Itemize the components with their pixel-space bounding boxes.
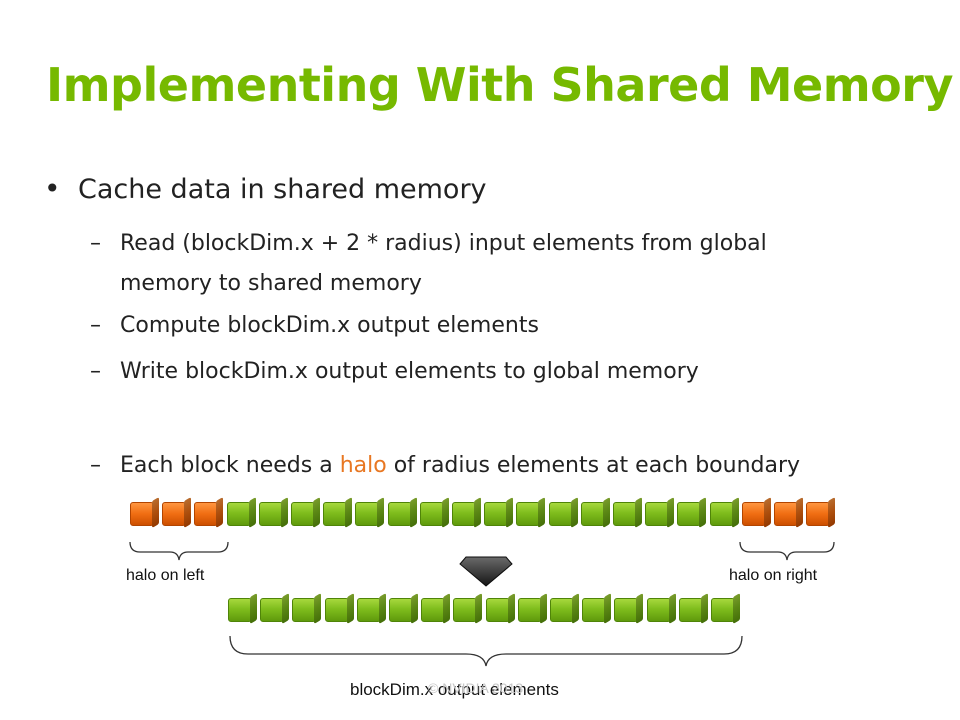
output-cell — [678, 598, 703, 622]
input-cell — [580, 502, 605, 526]
output-label: blockDim.x output elements — [350, 680, 559, 699]
bullet-cache-data: • Cache data in shared memory — [44, 172, 487, 205]
sub-text: Write blockDim.x output elements to glob… — [120, 359, 699, 384]
output-brace — [229, 635, 743, 667]
halo-right-brace — [739, 541, 835, 561]
sub-bullet-write: – Write blockDim.x output elements to gl… — [90, 352, 699, 392]
sub-bullet-read: – Read (blockDim.x + 2 * radius) input e… — [90, 224, 767, 304]
halo-left-cell — [162, 502, 187, 526]
output-cell — [646, 598, 671, 622]
dash: – — [90, 231, 101, 256]
output-cell — [292, 598, 317, 622]
output-cell — [453, 598, 478, 622]
dash: – — [90, 359, 101, 384]
input-cell — [516, 502, 541, 526]
output-cell — [260, 598, 285, 622]
sub-text-line-1: Read (blockDim.x + 2 * radius) input ele… — [120, 231, 767, 256]
sub-text-after: of radius elements at each boundary — [386, 453, 801, 478]
halo-right-cell — [741, 502, 766, 526]
output-cell — [485, 598, 510, 622]
input-cell — [419, 502, 444, 526]
input-cell — [645, 502, 670, 526]
input-cell — [452, 502, 476, 526]
input-cell — [677, 502, 702, 526]
dash: – — [90, 453, 101, 478]
input-cell — [226, 502, 251, 526]
input-cell — [709, 502, 734, 526]
halo-left-label: halo on left — [126, 567, 205, 584]
sub-text-line-2: memory to shared memory — [120, 271, 422, 296]
output-cell — [550, 598, 574, 622]
input-cell — [291, 502, 315, 526]
bullet-text: Cache data in shared memory — [78, 174, 487, 205]
input-cell — [323, 502, 348, 526]
output-cell — [356, 598, 381, 622]
sub-bullet-compute: – Compute blockDim.x output elements — [90, 306, 539, 346]
halo-right-cell — [806, 502, 831, 526]
halo-left-cell — [194, 502, 219, 526]
output-cell — [389, 598, 413, 622]
input-cell — [613, 502, 637, 526]
input-cell — [355, 502, 380, 526]
output-cell — [228, 598, 252, 622]
input-cell — [484, 502, 509, 526]
halo-highlight: halo — [339, 453, 387, 478]
output-cell — [517, 598, 542, 622]
down-arrow-icon — [459, 556, 513, 587]
output-cell — [711, 598, 735, 622]
halo-left-cell — [130, 502, 154, 526]
input-cell — [548, 502, 573, 526]
output-cell — [614, 598, 639, 622]
halo-left-brace — [129, 541, 229, 561]
bullet-list: • Cache data in shared memory – Read (bl… — [44, 172, 800, 478]
halo-right-cell — [774, 502, 798, 526]
output-cell — [324, 598, 349, 622]
bullet-dot: • — [44, 172, 61, 205]
halo-right-label: halo on right — [729, 567, 818, 584]
sub-text: Compute blockDim.x output elements — [120, 313, 539, 338]
output-cell — [582, 598, 607, 622]
input-cell — [258, 502, 283, 526]
copyright-footer: © NVIDIA 2013 — [428, 680, 524, 696]
output-cell — [421, 598, 446, 622]
sub-bullet-halo: – Each block needs a halo of radius elem… — [90, 446, 801, 486]
sub-text-before: Each block needs a — [120, 453, 340, 478]
slide-title: Implementing With Shared Memory — [46, 58, 953, 112]
input-cell — [387, 502, 412, 526]
dash: – — [90, 313, 101, 338]
